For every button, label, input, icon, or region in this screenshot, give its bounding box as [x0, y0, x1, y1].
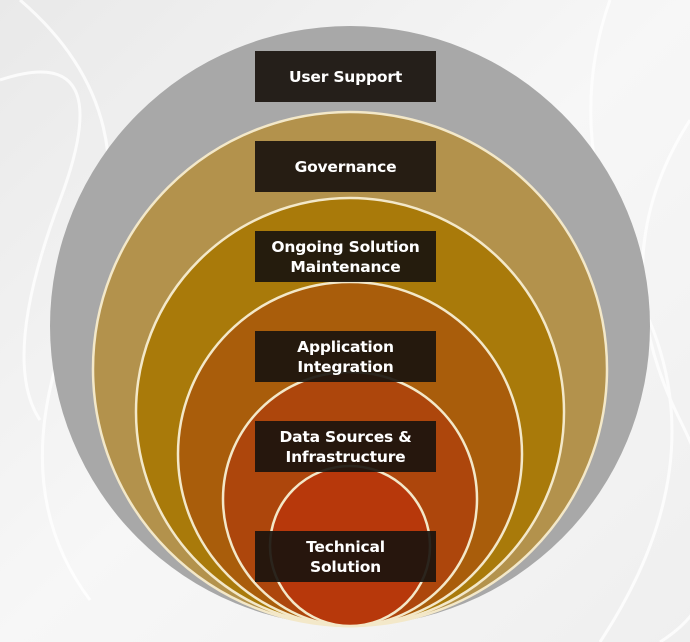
label-governance-line-1: Governance	[294, 157, 397, 176]
label-data-sources-infrastructure-line-2: Infrastructure	[285, 447, 406, 466]
label-governance: Governance	[255, 141, 436, 192]
label-application-integration-line-1: Application	[297, 337, 394, 356]
label-user-support: User Support	[255, 51, 436, 102]
label-data-sources-infrastructure: Data Sources &Infrastructure	[255, 421, 436, 472]
label-ongoing-solution-maintenance-line-1: Ongoing Solution	[271, 237, 420, 256]
label-technical-solution-line-2: Solution	[310, 557, 381, 576]
label-user-support-line-1: User Support	[288, 67, 403, 86]
label-data-sources-infrastructure-line-1: Data Sources &	[279, 427, 412, 446]
label-ongoing-solution-maintenance-line-2: Maintenance	[290, 257, 401, 276]
label-application-integration-line-2: Integration	[297, 357, 394, 376]
label-technical-solution-line-1: Technical	[306, 537, 385, 556]
